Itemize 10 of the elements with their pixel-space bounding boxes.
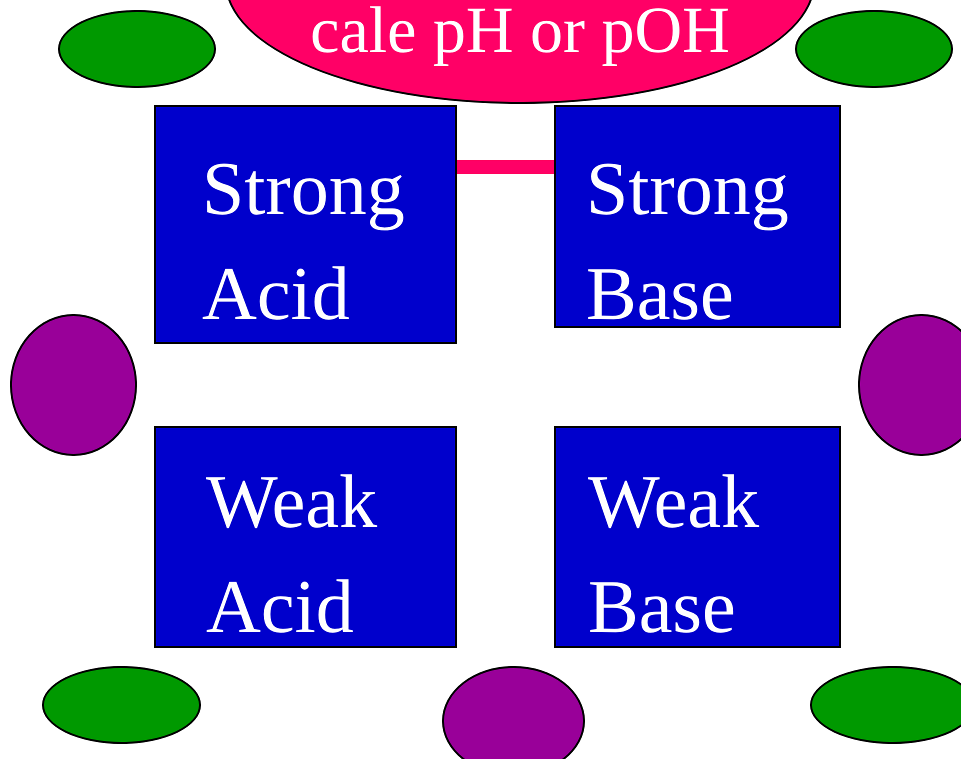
concept-label: Strong Base xyxy=(586,146,789,338)
concept-label: cale pH or pOH xyxy=(310,0,730,64)
concept-box xyxy=(154,426,457,648)
concept-box xyxy=(554,426,841,648)
connector-line xyxy=(457,160,554,174)
concept-label: Strong Acid xyxy=(202,146,405,338)
concept-label: Weak Base xyxy=(588,459,760,651)
concept-box xyxy=(154,105,457,344)
concept-box xyxy=(554,105,841,328)
concept-label: Weak Acid xyxy=(206,459,378,651)
